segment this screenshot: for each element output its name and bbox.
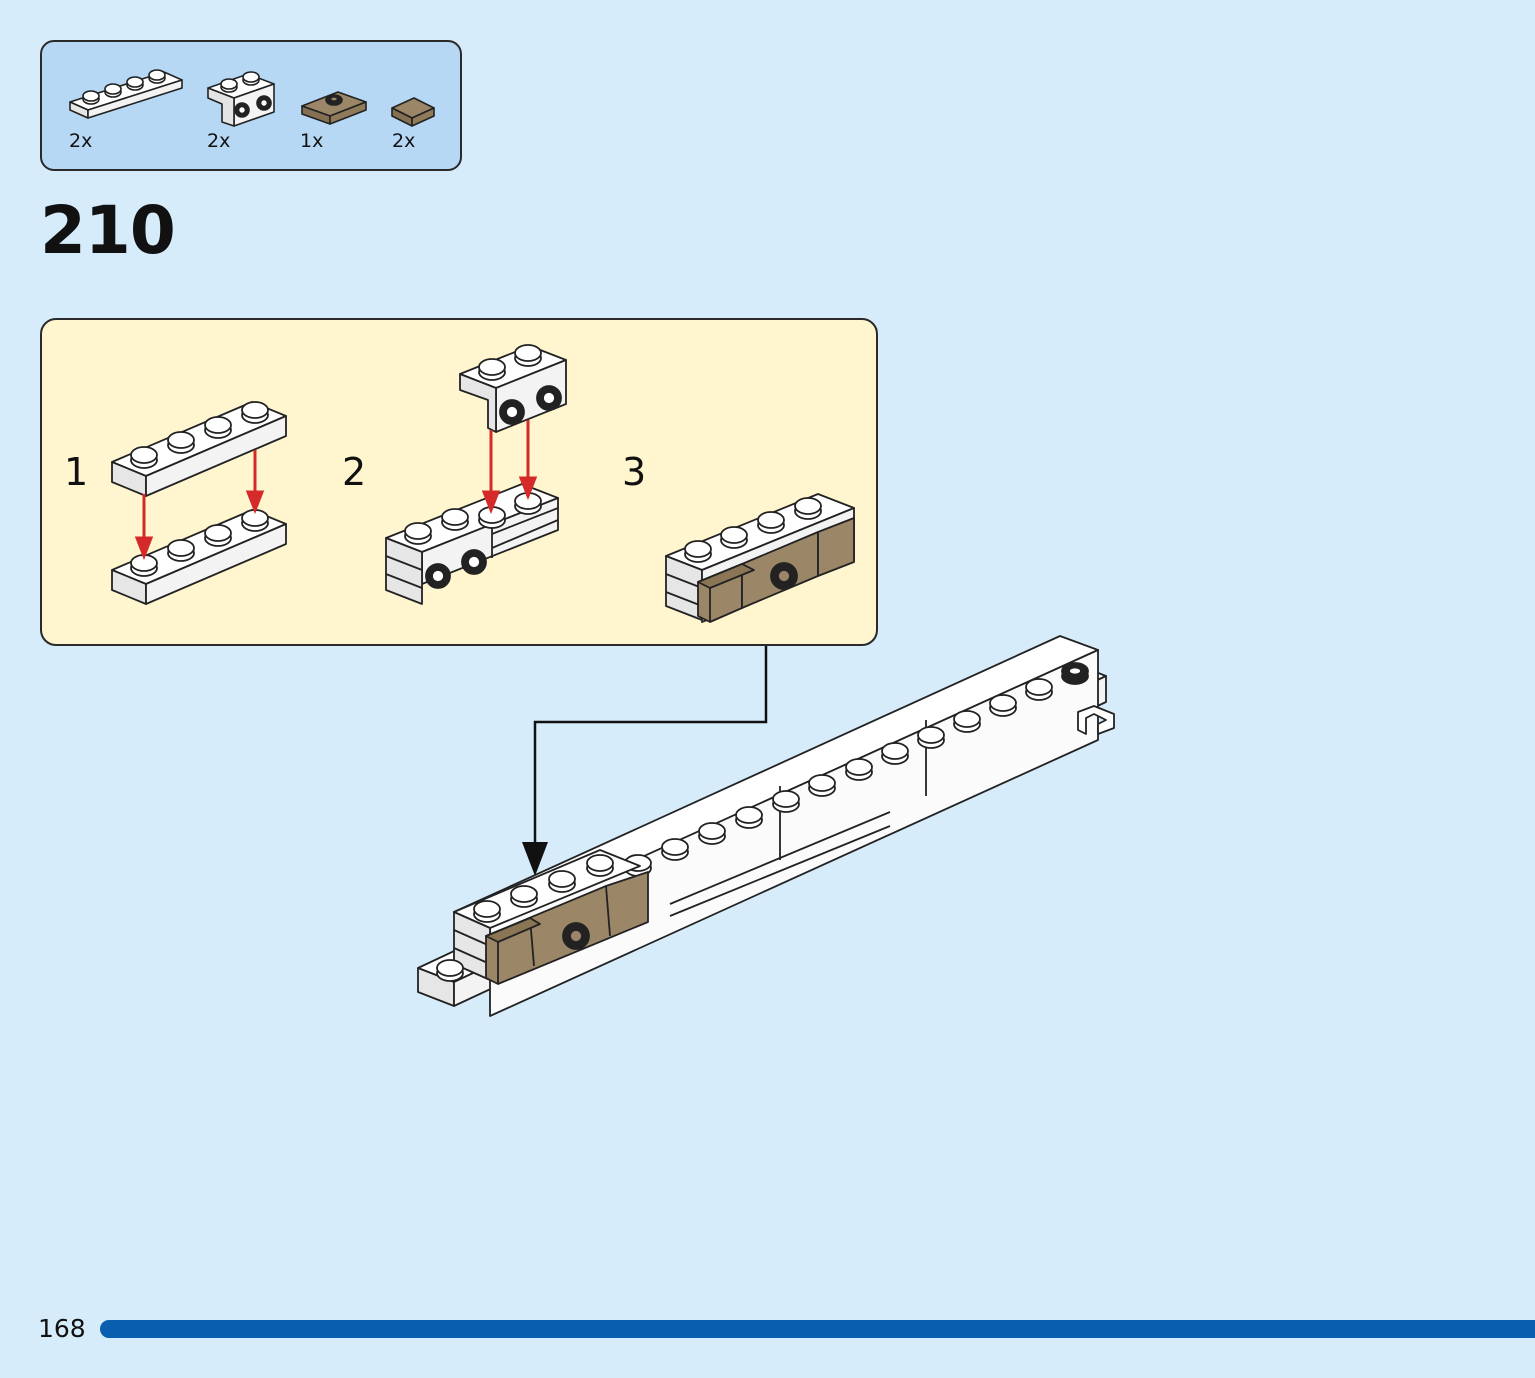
progress-bar	[100, 1320, 1535, 1338]
part-quantity: 1x	[300, 130, 324, 152]
parts-illustrations	[69, 69, 435, 127]
part-quantity: 2x	[392, 130, 416, 152]
substep1-top-plate	[111, 401, 287, 497]
substep1-bottom-plate	[111, 509, 287, 605]
substep1-arrows	[134, 450, 265, 561]
clip-end	[1077, 705, 1115, 735]
sub-assembly-box: 1 2 3	[40, 318, 878, 646]
part-jumper-plate	[301, 91, 367, 125]
placement-arrowhead	[522, 842, 548, 876]
substep2-base	[385, 483, 559, 605]
part-quantity: 2x	[69, 130, 93, 152]
sub-assembly-illustrations	[111, 344, 855, 623]
sub-step-number: 2	[342, 450, 367, 494]
placed-sub-assembly	[436, 849, 649, 985]
part-quantity: 2x	[207, 130, 231, 152]
sub-step-number: 1	[64, 450, 89, 494]
substep2-arrows	[481, 420, 538, 515]
step-number: 210	[40, 192, 176, 269]
sub-step-number: 3	[622, 450, 647, 494]
substep2-bracket	[459, 344, 567, 433]
page-number: 168	[38, 1314, 86, 1343]
placement-arrow	[533, 646, 768, 848]
parts-list-box: 2x 2x 1x 2x	[40, 40, 462, 171]
substep3-assembly	[665, 493, 855, 623]
part-tile	[391, 97, 435, 127]
bar-studs	[624, 678, 1053, 877]
part-plate-1x4	[69, 69, 183, 119]
part-bracket	[207, 71, 275, 127]
